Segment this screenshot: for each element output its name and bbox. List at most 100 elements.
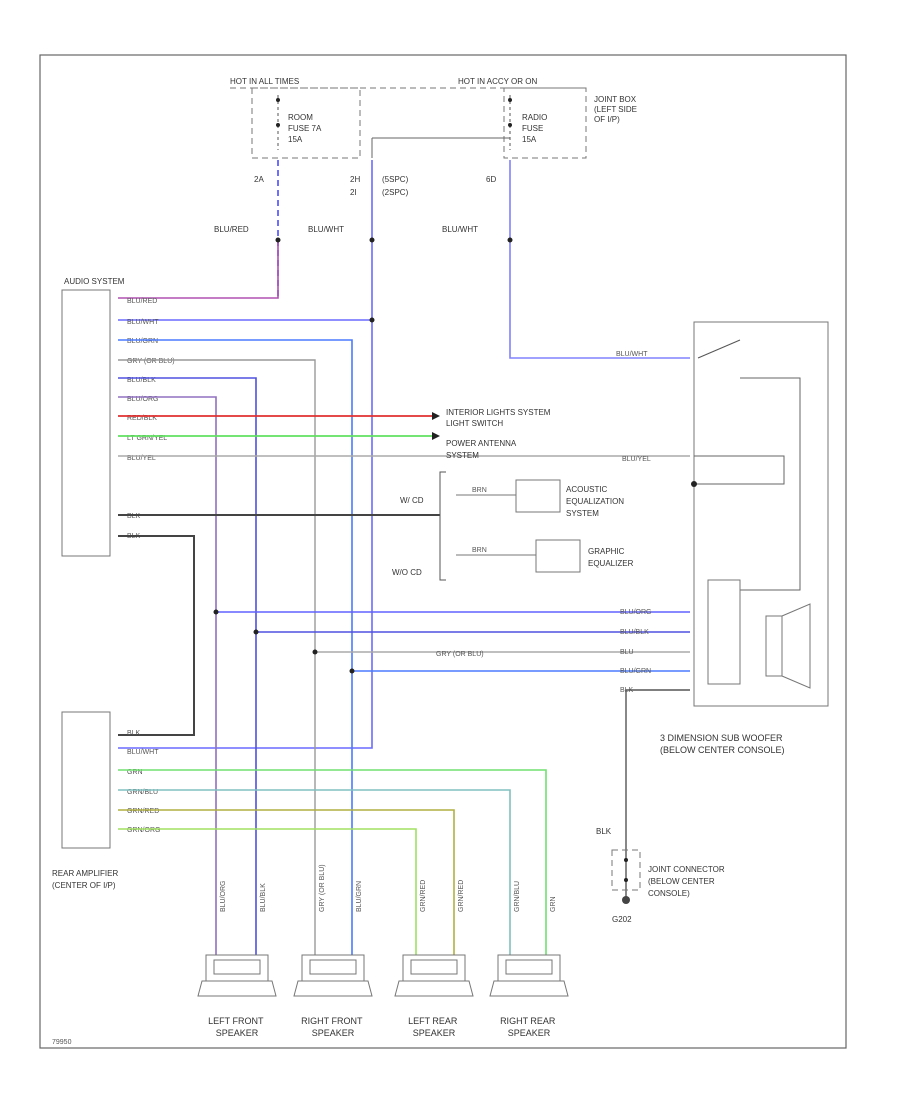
speaker-left-rear-label: LEFT REAR SPEAKER (408, 1016, 460, 1038)
svg-text:RED/BLK: RED/BLK (127, 415, 157, 422)
svg-text:BLU/RED: BLU/RED (127, 298, 157, 305)
svg-text:GRN/ORG: GRN/ORG (127, 827, 160, 834)
pin-2i: 2I (350, 188, 357, 197)
wire-grn-org (118, 828, 417, 960)
joint-connector-label: JOINT CONNECTOR (BELOW CENTER CONSOLE) (648, 865, 727, 898)
audio-system-box (61, 289, 111, 557)
ground-label: G202 (612, 915, 632, 924)
audio-system-label: AUDIO SYSTEM (64, 277, 125, 286)
svg-text:GRY (OR BLU): GRY (OR BLU) (127, 358, 175, 365)
wire-blu-wht-label-1: BLU/WHT (308, 225, 344, 234)
wire-gry (118, 359, 316, 960)
blk-label: BLK (596, 827, 612, 836)
wire-blk-amp (118, 535, 195, 736)
room-fuse-box (251, 87, 361, 159)
wire-blu-blk (118, 377, 257, 960)
radio-fuse-box (503, 87, 587, 159)
speaker-right-rear (489, 954, 569, 997)
wire-blu-wht-radio (509, 160, 690, 359)
speaker-wire-labels: BLU/ORG BLU/BLK GRY (OR BLU) BLU/GRN GRN… (220, 864, 557, 912)
sub-woofer-label: 3 DIMENSION SUB WOOFER (BELOW CENTER CON… (660, 733, 785, 755)
hot-left-label: HOT IN ALL TIMES (230, 77, 299, 86)
graphic-label: GRAPHIC EQUALIZER (588, 547, 634, 568)
junction-box-label: JOINT BOX (LEFT SIDE OF I/P) (594, 95, 639, 124)
speaker-left-front (197, 954, 277, 997)
wo-cd-label: W/O CD (392, 568, 422, 577)
sub-gry-label: GRY (OR BLU) (436, 651, 484, 658)
speaker-left-front-label: LEFT FRONT SPEAKER (208, 1016, 266, 1038)
pin-2a: 2A (254, 175, 264, 184)
wire-grn-red (118, 809, 455, 960)
diagram-frame (39, 54, 847, 1049)
svg-text:BLU/GRN: BLU/GRN (620, 668, 651, 675)
speaker-right-rear-label: RIGHT REAR SPEAKER (500, 1016, 558, 1038)
wire-blu-red (118, 240, 279, 299)
svg-text:BLU/WHT: BLU/WHT (127, 749, 159, 756)
svg-text:GRN/RED: GRN/RED (127, 808, 159, 815)
svg-text:BLU/GRN: BLU/GRN (356, 881, 363, 912)
wire-blu-red-label: BLU/RED (214, 225, 249, 234)
sub-ground-wire (625, 689, 690, 900)
sub-woofer-magnet (765, 615, 783, 677)
svg-text:GRN: GRN (127, 769, 143, 776)
sub-blu-wht-label: BLU/WHT (616, 351, 648, 358)
wire-blu-org (118, 396, 217, 960)
interior-light-label: INTERIOR LIGHTS SYSTEM LIGHT SWITCH (446, 408, 553, 428)
svg-text:BLU/BLK: BLU/BLK (620, 629, 649, 636)
room-fuse-label: ROOM FUSE 7A 15A (288, 113, 323, 144)
wire-grn (118, 769, 547, 960)
acoustic-label: ACOUSTIC EQUALIZATION SYSTEM (566, 485, 626, 518)
svg-text:GRN/BLU: GRN/BLU (127, 789, 158, 796)
rear-amp-box (61, 711, 111, 849)
svg-text:GRN/RED: GRN/RED (420, 880, 427, 912)
graphic-box (535, 539, 581, 573)
acoustic-box (515, 479, 561, 513)
ground-symbol (622, 896, 630, 904)
sub-blu-yel-label: BLU/YEL (622, 456, 651, 463)
svg-text:BLU/BLK: BLU/BLK (127, 377, 156, 384)
pin-6d: 6D (486, 175, 496, 184)
svg-text:LT GRN/YEL: LT GRN/YEL (127, 435, 167, 442)
svg-text:BLU/WHT: BLU/WHT (127, 319, 159, 326)
brn-label-2: BRN (472, 547, 487, 554)
note-5spc: (5SPC) (382, 175, 409, 184)
svg-text:GRN: GRN (550, 896, 557, 912)
svg-text:GRN/BLU: GRN/BLU (514, 881, 521, 912)
radio-fuse-label: RADIO FUSE 15A (522, 113, 550, 144)
svg-text:BLK: BLK (127, 730, 141, 737)
power-antenna-label: POWER ANTENNA SYSTEM (446, 439, 518, 460)
svg-text:BLU/BLK: BLU/BLK (260, 883, 267, 912)
wire-blu-grn (118, 339, 353, 960)
sub-switch (697, 339, 741, 359)
svg-text:BLU/ORG: BLU/ORG (620, 609, 652, 616)
svg-text:BLU/YEL: BLU/YEL (127, 455, 156, 462)
joint-connector-box (611, 849, 641, 891)
svg-text:GRN/RED: GRN/RED (458, 880, 465, 912)
svg-text:BLU/GRN: BLU/GRN (127, 338, 158, 345)
speaker-right-front-label: RIGHT FRONT SPEAKER (301, 1016, 365, 1038)
wire-blu-wht-main (118, 160, 373, 749)
svg-text:BLU/ORG: BLU/ORG (127, 396, 159, 403)
rear-amp-wire-labels: BLK BLU/WHT GRN GRN/BLU GRN/RED GRN/ORG (127, 730, 160, 834)
audio-wire-labels: BLU/RED BLU/WHT BLU/GRN GRY (OR BLU) BLU… (127, 298, 175, 540)
hot-right-label: HOT IN ACCY OR ON (458, 77, 537, 86)
brn-label-1: BRN (472, 487, 487, 494)
wire-blu-wht-label-2: BLU/WHT (442, 225, 478, 234)
svg-text:BLU/ORG: BLU/ORG (220, 880, 227, 912)
sub-woofer-cone (781, 603, 811, 689)
sub-amp-block (707, 579, 741, 685)
speaker-right-front (293, 954, 373, 997)
sub-switch-line (740, 377, 801, 591)
note-2spc: (2SPC) (382, 188, 409, 197)
speaker-left-rear (394, 954, 474, 997)
cd-branch-bracket (439, 471, 446, 581)
w-cd-label: W/ CD (400, 496, 424, 505)
svg-text:GRY (OR BLU): GRY (OR BLU) (319, 864, 326, 912)
wire-grn-blu (118, 789, 511, 960)
svg-text:BLK: BLK (127, 513, 141, 520)
diagram-id: 79950 (52, 1039, 72, 1046)
pin-2h: 2H (350, 175, 360, 184)
svg-text:BLU: BLU (620, 649, 634, 656)
rear-amp-label: REAR AMPLIFIER (CENTER OF I/P) (52, 869, 120, 890)
